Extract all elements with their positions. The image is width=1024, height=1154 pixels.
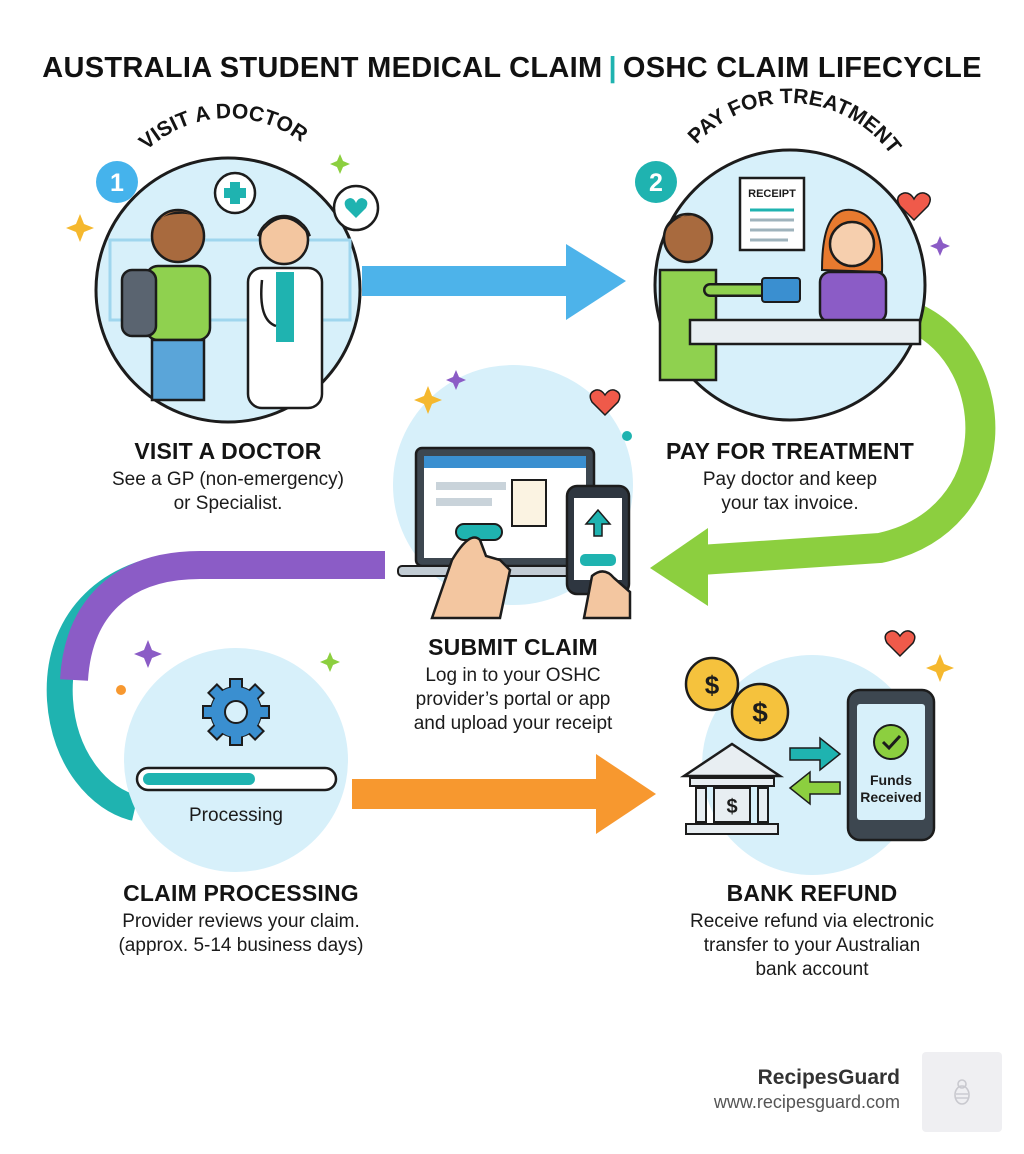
title-left: AUSTRALIA STUDENT MEDICAL CLAIM [42, 52, 603, 84]
step2-desc-line: Pay doctor and keep [702, 469, 878, 490]
brand-name: RecipesGuard [757, 1066, 900, 1089]
coin-icon: $ $ [684, 656, 790, 742]
bee-icon [954, 1079, 970, 1105]
heart-decorations [589, 192, 931, 658]
step4-desc-line: Provider reviews your claim. [122, 911, 360, 932]
progress-bar-fill [143, 773, 255, 785]
phone-label-line2: Received [860, 789, 921, 805]
step4-illustration: Processing [124, 648, 348, 872]
step3-description: Log in to your OSHC provider’s portal or… [366, 664, 660, 736]
svg-text:$: $ [705, 670, 720, 700]
gear-icon [202, 678, 270, 746]
step4-title: CLAIM PROCESSING [123, 880, 359, 906]
step2-desc-line: your tax invoice. [721, 493, 859, 514]
arrow-pay-to-submit [650, 304, 996, 606]
arrow-submit-to-processing [46, 551, 385, 821]
step1-description: See a GP (non-emergency) or Specialist. [80, 468, 376, 516]
svg-text:$: $ [726, 796, 737, 818]
brand-block: RecipesGuard www.recipesguard.com [714, 1066, 900, 1113]
step1-number: 1 [110, 169, 124, 197]
brand-logo [922, 1052, 1002, 1132]
step3-desc-line: and upload your receipt [413, 713, 613, 734]
step1-desc-line: or Specialist. [173, 493, 283, 514]
title-separator: | [608, 52, 617, 84]
step2-illustration: RECEIPT [653, 148, 927, 422]
receipt-label: RECEIPT [748, 188, 796, 200]
brand-url[interactable]: www.recipesguard.com [713, 1092, 900, 1112]
step1-arc-label: VISIT A DOCTOR [135, 100, 312, 155]
phone-icon [846, 688, 936, 842]
step2-description: Pay doctor and keep your tax invoice. [640, 468, 940, 516]
step3-desc-line: provider’s portal or app [415, 689, 611, 710]
step5-desc-line: bank account [755, 959, 869, 980]
step5-desc-line: transfer to your Australian [703, 935, 921, 956]
step2-title: PAY FOR TREATMENT [666, 438, 914, 464]
progress-label: Processing [189, 805, 283, 826]
step1-desc-line: See a GP (non-emergency) [112, 469, 344, 490]
step5-illustration: $ $ $ Funds Received [679, 655, 936, 875]
step5-desc-line: Receive refund via electronic [690, 911, 934, 932]
arrow-visit-to-pay [362, 244, 626, 320]
step4-description: Provider reviews your claim. (approx. 5-… [86, 910, 396, 958]
title-right: OSHC CLAIM LIFECYCLE [622, 52, 982, 84]
step3-title: SUBMIT CLAIM [428, 634, 598, 660]
arrow-processing-to-refund [352, 754, 656, 834]
step2-arc-label: PAY FOR TREATMENT [684, 85, 906, 158]
phone-label-line1: Funds [870, 772, 912, 788]
step5-title: BANK REFUND [726, 880, 898, 906]
step5-description: Receive refund via electronic transfer t… [660, 910, 964, 982]
transfer-arrows-icon [788, 736, 842, 806]
step4-desc-line: (approx. 5-14 business days) [118, 935, 364, 956]
page-title: AUSTRALIA STUDENT MEDICAL CLAIM|OSHC CLA… [0, 52, 1024, 85]
bank-icon: $ [679, 742, 785, 835]
svg-text:$: $ [752, 697, 768, 728]
step1-badge: 1 [96, 161, 138, 203]
step2-number: 2 [649, 169, 663, 197]
step1-title: VISIT A DOCTOR [134, 438, 322, 464]
step3-desc-line: Log in to your OSHC [425, 665, 601, 686]
step2-badge: 2 [635, 161, 677, 203]
step3-illustration [393, 365, 633, 620]
sparkle-decorations [66, 154, 954, 695]
step1-illustration [94, 156, 380, 424]
